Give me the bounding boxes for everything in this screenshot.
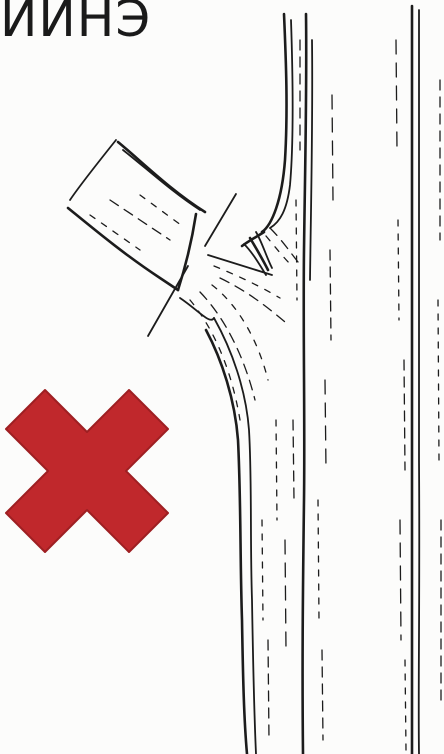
background-trunk bbox=[396, 6, 441, 754]
cross-icon bbox=[6, 390, 168, 552]
pruning-cut-lines bbox=[148, 194, 236, 336]
trunk-bark-texture bbox=[262, 40, 333, 740]
trunk-left-edge bbox=[206, 14, 293, 754]
branch-stub bbox=[68, 140, 205, 290]
trunk-right-edge bbox=[303, 14, 313, 754]
branch-collar bbox=[180, 255, 285, 420]
